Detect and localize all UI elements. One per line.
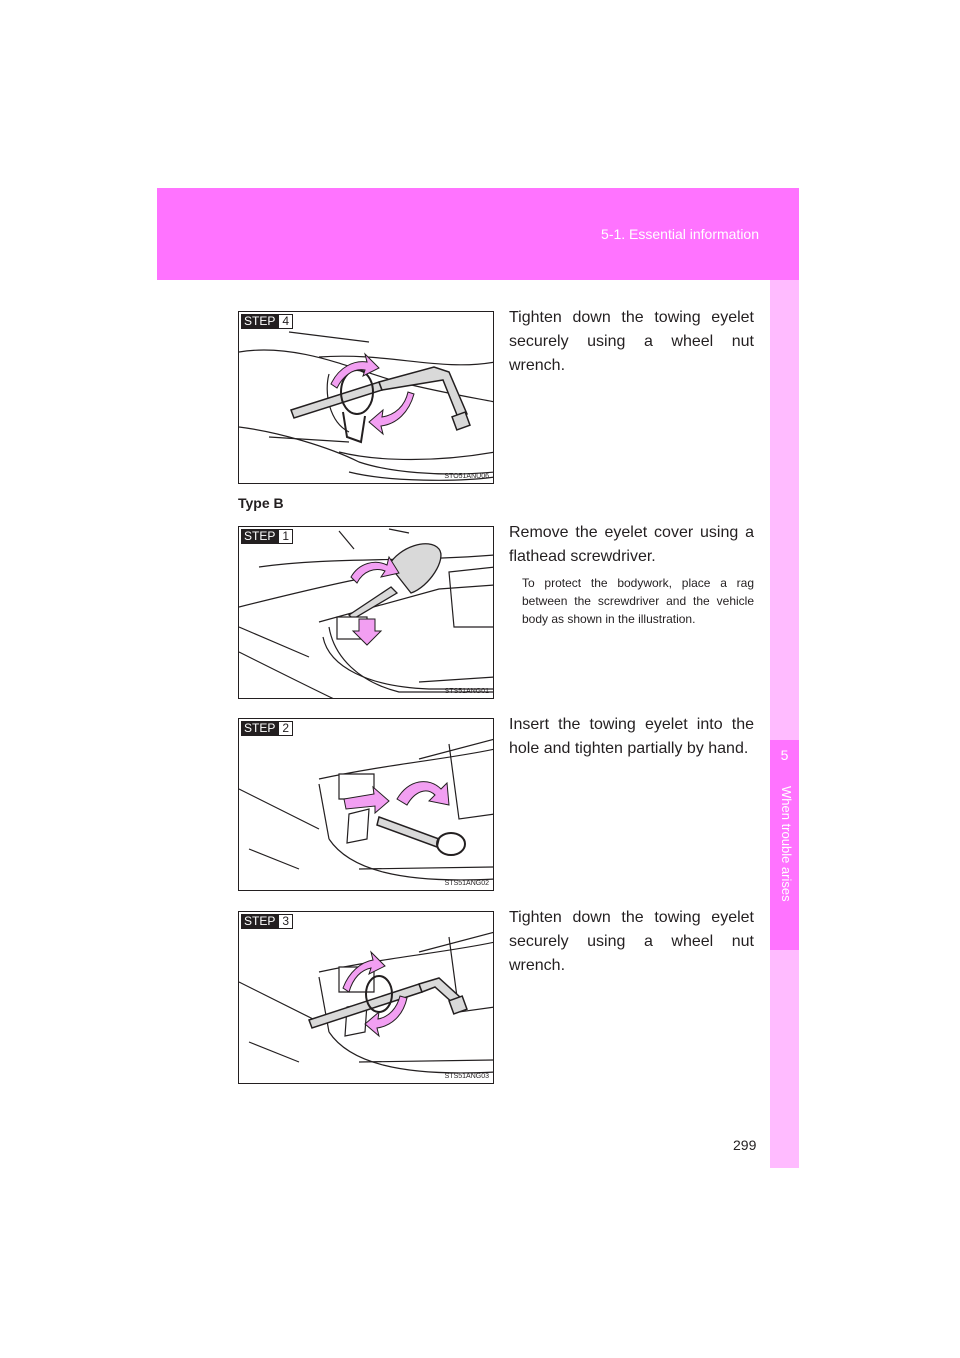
figure-code: STS51ANG03 bbox=[444, 1073, 489, 1080]
illustration-insert-eyelet bbox=[239, 738, 493, 881]
instruction-step-1: Remove the eyelet cover using a flathead… bbox=[509, 524, 754, 565]
instruction-note: To protect the bodywork, place a rag bet… bbox=[522, 576, 754, 626]
chapter-tab bbox=[770, 740, 799, 950]
figure-step-1: STEP 1 STS51ANG01 bbox=[238, 526, 494, 699]
section-title: 5-1. Essential information bbox=[601, 226, 759, 242]
instruction-step-2: Insert the towing eyelet into the hole a… bbox=[509, 716, 754, 757]
page-number: 299 bbox=[733, 1137, 757, 1153]
illustration-screwdriver-cover bbox=[239, 528, 493, 698]
figure-code: STS51ANG02 bbox=[444, 880, 489, 887]
figure-step-4: STEP 4 STO51ANU06 bbox=[238, 311, 494, 484]
figure-code: STS51ANG01 bbox=[444, 688, 489, 695]
step-badge: STEP 1 bbox=[241, 529, 294, 544]
page-header: 5-1. Essential information bbox=[157, 188, 799, 280]
instruction-step-3: Tighten down the towing eyelet securely … bbox=[509, 909, 754, 974]
illustration-wrench-tighten bbox=[239, 331, 493, 481]
chapter-title: When trouble arises bbox=[779, 786, 794, 902]
instruction-step-4: Tighten down the towing eyelet securely … bbox=[509, 309, 754, 374]
subheading-type-b: Type B bbox=[238, 495, 284, 511]
illustration-wrench-tighten-b bbox=[239, 931, 493, 1074]
step-badge: STEP 4 bbox=[241, 314, 294, 329]
figure-step-2: STEP 2 STS51ANG02 bbox=[238, 718, 494, 891]
chapter-number: 5 bbox=[780, 747, 789, 763]
step-badge: STEP 3 bbox=[241, 914, 294, 929]
step-badge: STEP 2 bbox=[241, 721, 294, 736]
figure-code: STO51ANU06 bbox=[444, 473, 489, 480]
chapter-sidebar bbox=[770, 280, 799, 1168]
figure-step-3: STEP 3 STS51ANG03 bbox=[238, 911, 494, 1084]
